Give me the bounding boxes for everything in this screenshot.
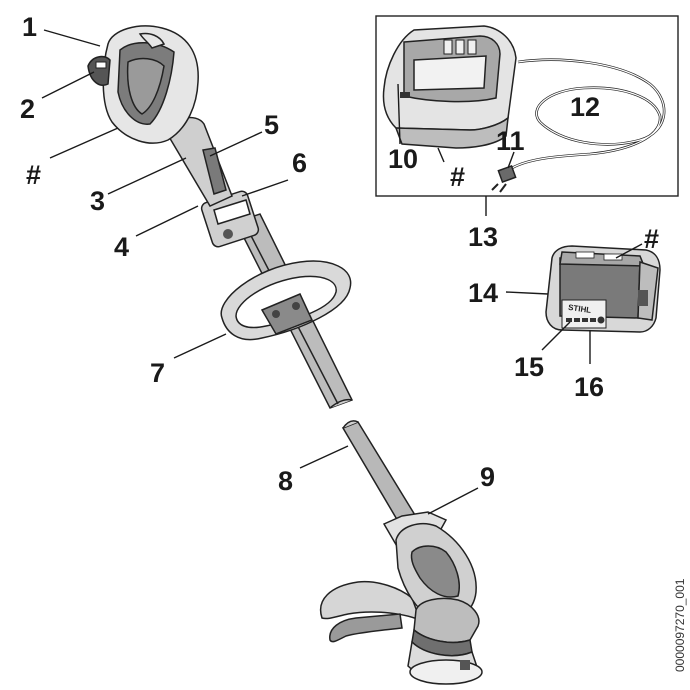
callout-2: 2 xyxy=(20,94,35,124)
lower-shaft-break xyxy=(342,420,359,429)
battery-brand-label: STIHL xyxy=(568,303,592,315)
upper-shaft-break xyxy=(329,398,353,409)
callout-1: 1 xyxy=(22,12,37,42)
charger-group-frame xyxy=(375,15,679,197)
callout-3: 3 xyxy=(90,186,105,216)
charger-illustration xyxy=(382,25,666,193)
callout-7: 7 xyxy=(150,358,165,388)
battery-illustration: STIHL xyxy=(545,245,661,333)
callout-4: 4 xyxy=(114,232,129,262)
callout-hash-battery: # xyxy=(644,224,659,254)
callout-16: 16 xyxy=(574,372,604,402)
callout-6: 6 xyxy=(292,148,307,178)
callout-11: 11 xyxy=(496,126,525,156)
document-id: 0000097270_001 xyxy=(673,578,687,672)
callout-labels: 1 2 # 3 4 5 6 7 8 9 10 # 11 12 13 # 14 1… xyxy=(20,12,659,496)
callout-15: 15 xyxy=(514,352,544,382)
lower-shaft xyxy=(341,421,420,529)
callout-10: 10 xyxy=(388,144,418,174)
callout-8: 8 xyxy=(278,466,293,496)
callout-14: 14 xyxy=(468,278,498,308)
mowing-head xyxy=(319,511,483,685)
charger-contacts xyxy=(443,39,477,55)
callout-12: 12 xyxy=(570,92,600,122)
mains-plug xyxy=(491,165,517,193)
callout-hash-motor: # xyxy=(26,160,41,190)
callout-5: 5 xyxy=(264,110,279,140)
charge-level-leds xyxy=(566,318,596,322)
callout-hash-charger: # xyxy=(450,162,465,192)
callout-9: 9 xyxy=(480,462,495,492)
release-lever xyxy=(87,55,111,86)
leader-lines xyxy=(41,29,643,515)
loop-handle xyxy=(220,260,352,341)
trimmer-illustration xyxy=(87,25,483,685)
callout-13: 13 xyxy=(468,222,498,252)
charge-test-button xyxy=(597,316,605,324)
motor-housing xyxy=(102,25,199,144)
